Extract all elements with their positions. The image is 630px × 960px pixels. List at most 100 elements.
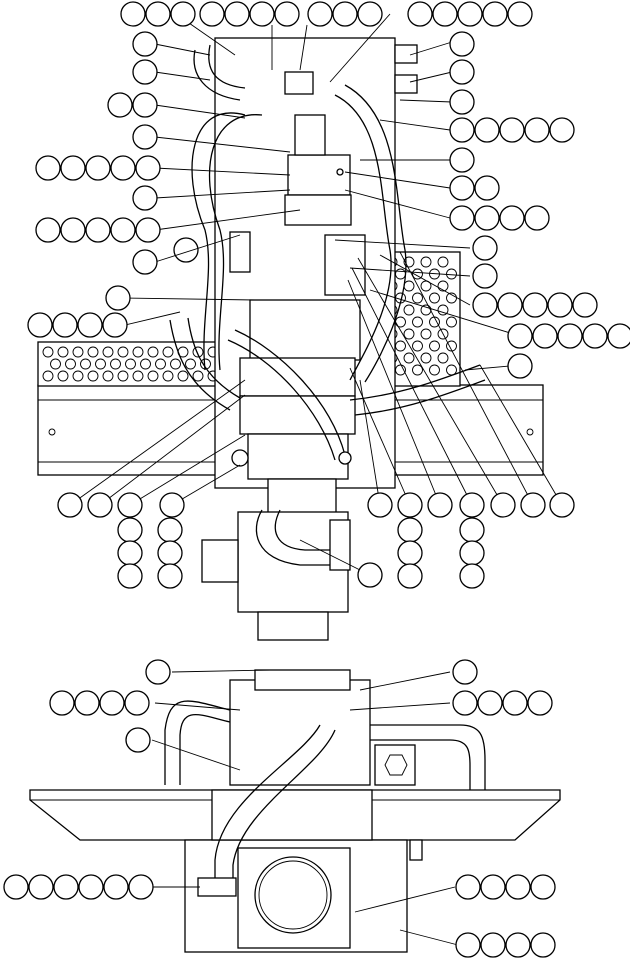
lower-hose-right (370, 724, 486, 790)
callout-bubble (27, 312, 53, 338)
callout-bubble (452, 659, 478, 685)
callout-bubble (87, 492, 113, 518)
callout-bubble (407, 1, 433, 27)
callout-bubble (474, 175, 500, 201)
callout-bubble (449, 89, 475, 115)
callout-bubble (490, 492, 516, 518)
lower-side-block (374, 744, 416, 786)
callout-bubble (397, 540, 423, 566)
callout-bubble (480, 874, 506, 900)
motor-face (254, 856, 332, 934)
callout-bubble (582, 323, 608, 349)
callout-bubble (449, 205, 475, 231)
callout-bubble (472, 235, 498, 261)
callout-bubble (3, 874, 29, 900)
callout-bubble (502, 690, 528, 716)
callout-bubble (474, 205, 500, 231)
callout-bubble (132, 124, 158, 150)
callout-bubble (532, 323, 558, 349)
callout-bubble (477, 690, 503, 716)
callout-bubble (332, 1, 358, 27)
callout-bubble (557, 323, 583, 349)
callout-bubble (497, 292, 523, 318)
callout-bubble (60, 217, 86, 243)
callout-bubble (35, 217, 61, 243)
lower-valve-frame (229, 679, 371, 786)
callout-bubble (145, 1, 171, 27)
callout-bubble (459, 563, 485, 589)
callout-bubble (427, 492, 453, 518)
callout-bubble (128, 874, 154, 900)
upper-leader-lines (69, 13, 563, 576)
callout-bubble (457, 1, 483, 27)
callout-bubble (472, 292, 498, 318)
callout-bubble (505, 874, 531, 900)
callout-bubble (28, 874, 54, 900)
callout-bubble (459, 492, 485, 518)
callout-bubbles (3, 1, 630, 958)
callout-bubble (132, 31, 158, 57)
callout-bubble (522, 292, 548, 318)
pump-body-1 (239, 357, 356, 397)
hose-lower-u (255, 509, 330, 566)
hose-top-left (193, 49, 241, 101)
callout-bubble (157, 517, 183, 543)
lower-hose-left (164, 700, 231, 785)
callout-bubble (135, 217, 161, 243)
callout-bubble (397, 517, 423, 543)
callout-bubble (449, 175, 475, 201)
callout-bubble (474, 117, 500, 143)
lower-leader-lines (151, 669, 459, 946)
callout-bubble (125, 727, 151, 753)
callout-bubble (60, 155, 86, 181)
callout-bubble (507, 323, 533, 349)
callout-bubble (124, 690, 150, 716)
callout-bubble (132, 59, 158, 85)
callout-bubble (507, 1, 533, 27)
callout-bubble (530, 874, 556, 900)
callout-bubble (53, 874, 79, 900)
callout-bubble (455, 874, 481, 900)
callout-bubble (35, 155, 61, 181)
callout-bubble (367, 492, 393, 518)
callout-bubble (527, 690, 553, 716)
callout-bubble (110, 155, 136, 181)
callout-bubble (472, 263, 498, 289)
callout-bubble (132, 249, 158, 275)
callout-bubble (52, 312, 78, 338)
callout-bubble (102, 312, 128, 338)
callout-bubble (397, 563, 423, 589)
lower-assembly-view (29, 669, 561, 953)
callout-bubble (224, 1, 250, 27)
callout-bubble (520, 492, 546, 518)
callout-bubble (452, 690, 478, 716)
callout-bubble (505, 932, 531, 958)
callout-bubble (397, 492, 423, 518)
callout-bubble (117, 563, 143, 589)
callout-bubble (499, 205, 525, 231)
callout-bubble (449, 117, 475, 143)
callout-bubble (524, 205, 550, 231)
callout-bubble (157, 540, 183, 566)
callout-bubble (459, 517, 485, 543)
callout-bubble (135, 155, 161, 181)
callout-bubble (547, 292, 573, 318)
callout-bubble (455, 932, 481, 958)
callout-bubble (524, 117, 550, 143)
pump-housing (249, 299, 361, 361)
callout-bubble (78, 874, 104, 900)
callout-bubble (449, 147, 475, 173)
callout-bubble (507, 353, 533, 379)
hose-left-large (191, 112, 246, 371)
callout-bubble (482, 1, 508, 27)
motor-flange (257, 611, 329, 641)
callout-bubble (449, 59, 475, 85)
valve-block-mid (284, 194, 352, 226)
callout-bubble (77, 312, 103, 338)
callout-bubble (110, 217, 136, 243)
callout-bubble (99, 690, 125, 716)
callout-bubble (459, 540, 485, 566)
callout-bubble (199, 1, 225, 27)
callout-bubble (105, 285, 131, 311)
